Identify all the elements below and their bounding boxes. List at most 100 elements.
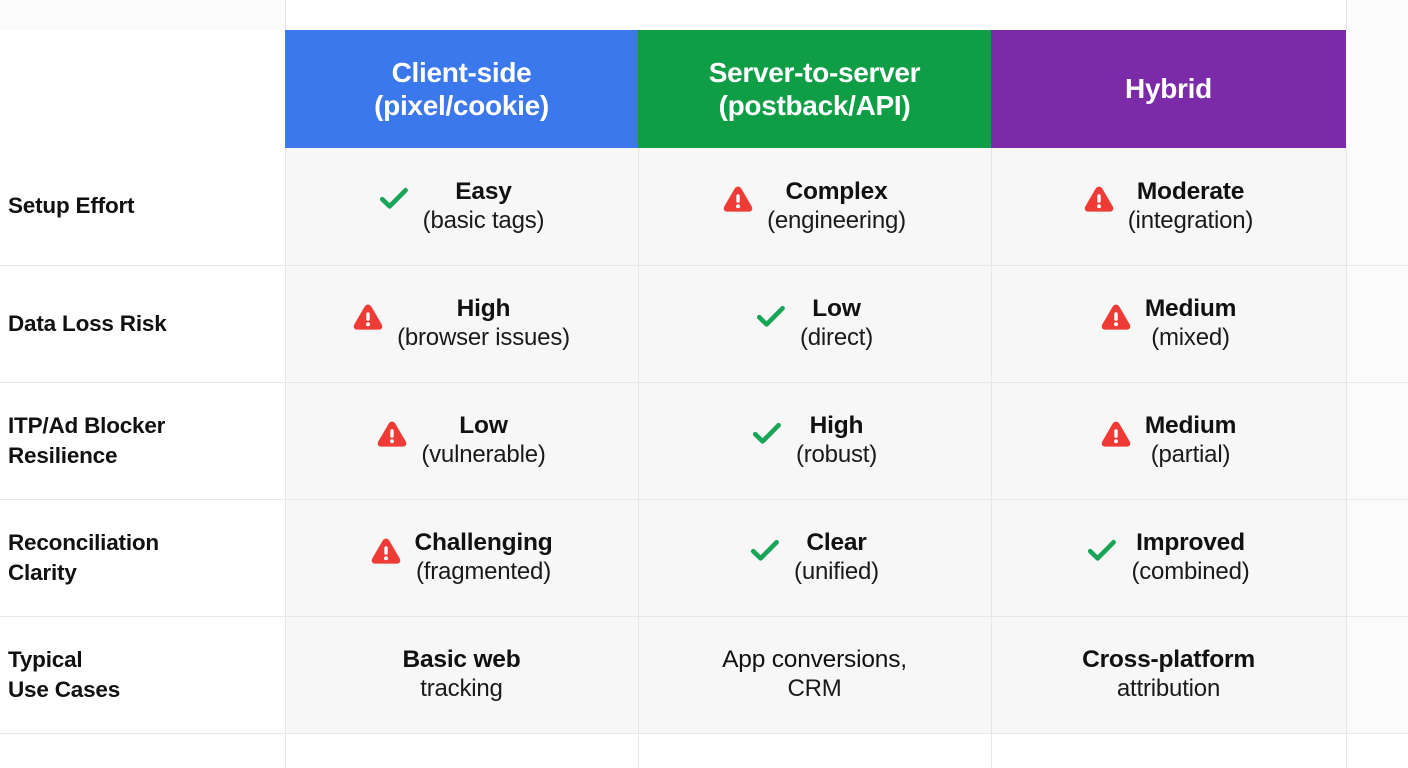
check-icon xyxy=(752,419,782,449)
table-row: Data Loss Risk High (browser issues) xyxy=(0,265,1408,383)
cell-content: Clear (unified) xyxy=(647,529,983,586)
cell-client: High (browser issues) xyxy=(285,265,639,383)
cell-secondary-text: (integration) xyxy=(1127,206,1254,234)
cell-content: Moderate (integration) xyxy=(1000,178,1338,235)
column-header-server-line1: Server-to-server xyxy=(708,56,921,88)
warning-triangle-icon xyxy=(1101,302,1131,332)
cell-primary-text: Low xyxy=(812,294,861,322)
cell-text: Medium (mixed) xyxy=(1145,295,1237,352)
cell-secondary-text: tracking xyxy=(420,674,503,702)
column-header-hybrid: Hybrid xyxy=(991,30,1346,148)
cell-content: Challenging (fragmented) xyxy=(294,529,630,586)
check-icon xyxy=(1087,536,1117,566)
cell-hybrid: Cross-platform attribution xyxy=(991,616,1347,734)
cell-trailing xyxy=(1345,265,1408,383)
warning-triangle-icon xyxy=(723,184,753,214)
row-label-line1: Reconciliation xyxy=(8,529,159,555)
cell-secondary-text: (vulnerable) xyxy=(421,440,546,468)
cell-trailing xyxy=(1345,148,1408,266)
cell-trailing xyxy=(1345,616,1408,734)
cell-text: High (robust) xyxy=(796,412,877,469)
cell-primary-text: Easy xyxy=(455,177,512,205)
cell-hybrid: Moderate (integration) xyxy=(991,148,1347,266)
spacer-cell-client xyxy=(285,0,638,30)
cell-client: Challenging (fragmented) xyxy=(285,499,639,617)
cell-text: Improved (combined) xyxy=(1131,529,1249,586)
cell-content: Medium (mixed) xyxy=(1000,295,1338,352)
cell-text: Low (vulnerable) xyxy=(421,411,546,469)
cell-content: Complex (engineering) xyxy=(647,178,983,235)
cell-primary-text: Complex xyxy=(785,177,888,205)
cell-text: Complex (engineering) xyxy=(767,178,906,235)
cell-server: Low (direct) xyxy=(638,265,992,383)
cell-text: Cross-platform attribution xyxy=(1082,646,1255,703)
cell-server: Complex (engineering) xyxy=(638,148,992,266)
cell-secondary-text: (direct) xyxy=(799,323,874,351)
cell-content: High (robust) xyxy=(647,412,983,469)
column-header-client-line1: Client-side xyxy=(391,56,532,88)
cell-primary-text: Improved xyxy=(1136,528,1245,556)
row-label-cell: Typical Use Cases xyxy=(0,616,286,734)
cell-secondary-text: (partial) xyxy=(1150,440,1231,468)
cell-hybrid: Medium (partial) xyxy=(991,382,1347,500)
cell-content: Improved (combined) xyxy=(1000,529,1338,586)
table-row: Setup Effort Easy (basic tags) Co xyxy=(0,148,1408,266)
warning-triangle-icon xyxy=(1084,184,1114,214)
column-header-server: Server-to-server (postback/API) xyxy=(638,30,991,148)
cell-hybrid: Medium (mixed) xyxy=(991,265,1347,383)
cell-content: Easy (basic tags) xyxy=(294,178,630,235)
cell-hybrid: Improved (combined) xyxy=(991,499,1347,617)
spacer-cell-server xyxy=(638,0,991,30)
cell-secondary-text: (basic tags) xyxy=(422,206,545,234)
warning-triangle-icon xyxy=(1101,419,1131,449)
cell-primary-text: Low xyxy=(459,411,508,439)
cell-primary-text: Moderate xyxy=(1136,177,1245,205)
cell-server: High (robust) xyxy=(638,382,992,500)
header-cell-trailing xyxy=(1346,30,1408,148)
cell-text: Medium (partial) xyxy=(1145,412,1237,469)
cell-secondary-text: CRM xyxy=(787,674,842,702)
cell-secondary-text: (fragmented) xyxy=(416,557,551,585)
table-top-spacer-row xyxy=(0,0,1408,30)
cell-secondary-text: (unified) xyxy=(794,557,879,585)
table-header-row: Client-side (pixel/cookie) Server-to-ser… xyxy=(0,30,1408,148)
tail-label-cell xyxy=(0,733,286,768)
cell-text: Basic web tracking xyxy=(402,646,520,703)
cell-text: Challenging (fragmented) xyxy=(415,529,553,586)
table-row: ITP/Ad Blocker Resilience Low (vulnerabl… xyxy=(0,382,1408,500)
cell-primary-text: Challenging xyxy=(414,528,553,556)
cell-text: Low (direct) xyxy=(800,295,873,352)
row-label-cell: Data Loss Risk xyxy=(0,265,286,383)
cell-server: Clear (unified) xyxy=(638,499,992,617)
column-header-hybrid-line1: Hybrid xyxy=(1125,73,1212,105)
row-label-cell: Setup Effort xyxy=(0,148,286,266)
column-header-client: Client-side (pixel/cookie) xyxy=(285,30,638,148)
cell-trailing xyxy=(1345,499,1408,617)
check-icon xyxy=(756,302,786,332)
cell-text: Easy (basic tags) xyxy=(423,178,545,235)
cell-primary-text: High xyxy=(809,411,864,439)
spacer-cell-trailing xyxy=(1345,0,1408,30)
cell-primary-text: App conversions, xyxy=(722,645,907,673)
cell-secondary-text: (combined) xyxy=(1131,557,1250,585)
row-label-line1: Setup Effort xyxy=(8,193,135,219)
table-row: Typical Use Cases Basic web tracking App… xyxy=(0,616,1408,734)
cell-trailing xyxy=(1345,382,1408,500)
table-row: Reconciliation Clarity Challenging (frag… xyxy=(0,499,1408,617)
cell-secondary-text: (robust) xyxy=(795,440,878,468)
cell-text: App conversions, CRM xyxy=(722,646,907,703)
cell-content: Medium (partial) xyxy=(1000,412,1338,469)
cell-client: Low (vulnerable) xyxy=(285,382,639,500)
tail-cell-hybrid xyxy=(991,733,1347,768)
row-label-line2: Resilience xyxy=(8,442,118,468)
spacer-cell-hybrid xyxy=(991,0,1346,30)
cell-secondary-text: (mixed) xyxy=(1151,323,1230,351)
cell-primary-text: High xyxy=(456,294,511,322)
row-label-line1: ITP/Ad Blocker xyxy=(8,412,166,438)
cell-primary-text: Cross-platform xyxy=(1082,645,1255,673)
tail-cell-trailing xyxy=(1345,733,1408,768)
cell-content: Low (vulnerable) xyxy=(294,412,630,469)
cell-text: High (browser issues) xyxy=(397,295,570,352)
check-icon xyxy=(750,536,780,566)
cell-client: Basic web tracking xyxy=(285,616,639,734)
